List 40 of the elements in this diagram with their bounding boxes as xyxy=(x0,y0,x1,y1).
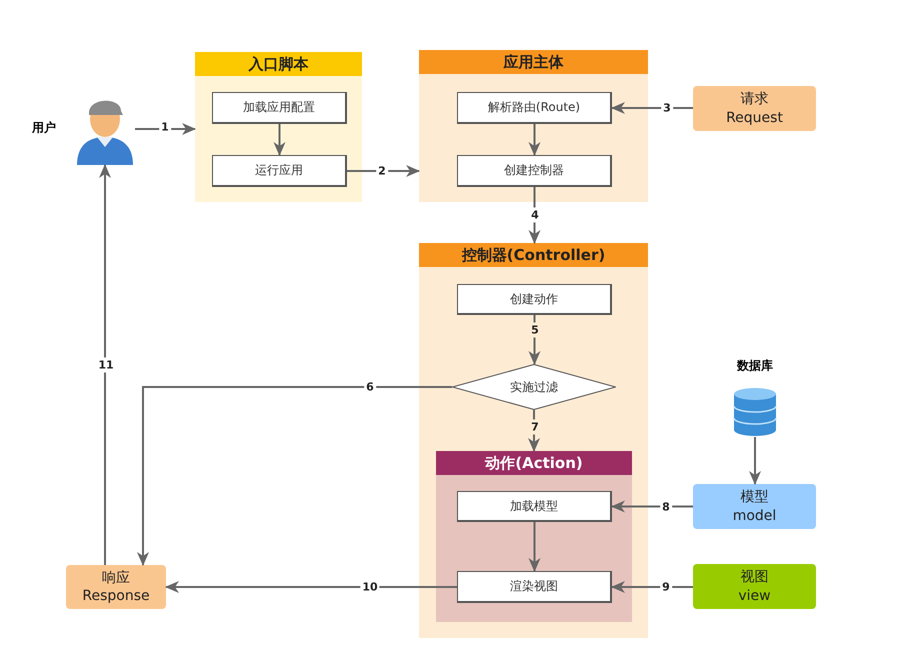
group-title: 入口脚本 xyxy=(195,52,362,76)
arrow xyxy=(528,187,540,244)
process-box: 创建控制器 xyxy=(457,155,612,187)
edge-label: 5 xyxy=(529,322,541,338)
arrow xyxy=(99,164,111,565)
decision-diamond xyxy=(452,364,616,410)
arrow xyxy=(528,124,540,156)
arrow xyxy=(165,581,457,593)
group-panel xyxy=(419,243,648,638)
process-box: 加载模型 xyxy=(457,491,612,522)
group-panel xyxy=(419,50,648,202)
process-box: 创建动作 xyxy=(457,284,612,315)
group-title: 控制器(Controller) xyxy=(419,243,648,267)
node-caption: 用户 xyxy=(32,120,56,136)
terminal-box: 请求 Request xyxy=(693,86,816,131)
arrow xyxy=(137,386,452,566)
terminal-box: 模型 model xyxy=(693,484,816,529)
arrow xyxy=(274,124,286,156)
terminal-box: 响应 Response xyxy=(66,565,166,609)
group-panel xyxy=(195,52,362,202)
arrow xyxy=(611,581,693,593)
group-title: 动作(Action) xyxy=(436,451,632,475)
terminal-box: 视图 view xyxy=(693,564,816,609)
edge-label: 4 xyxy=(529,208,541,222)
process-box: 解析路由(Route) xyxy=(457,92,612,124)
arrow xyxy=(611,102,693,114)
process-box: 渲染视图 xyxy=(457,571,612,603)
process-box: 加载应用配置 xyxy=(212,92,347,124)
arrow xyxy=(528,522,540,572)
arrow xyxy=(749,437,761,485)
edge-label: 7 xyxy=(529,420,541,434)
process-box: 运行应用 xyxy=(212,155,347,187)
arrow xyxy=(611,500,693,512)
arrow xyxy=(528,410,540,452)
group-panel xyxy=(436,451,632,622)
decision-label: 实施过滤 xyxy=(510,378,558,396)
group-title: 应用主体 xyxy=(419,50,648,74)
node-caption: 数据库 xyxy=(737,358,773,374)
database-icon xyxy=(733,387,777,437)
arrow xyxy=(347,165,420,177)
